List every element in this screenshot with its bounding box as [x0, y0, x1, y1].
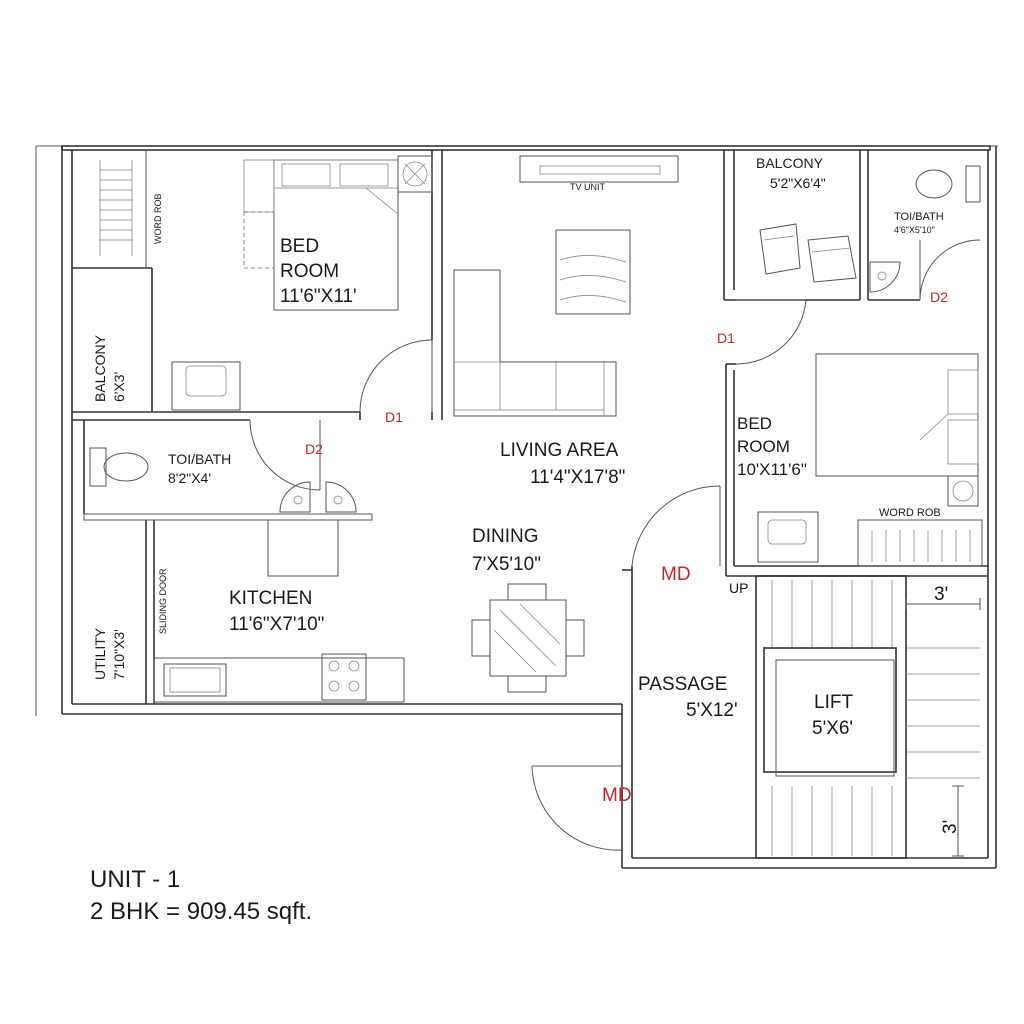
bedroom2-size: 10'X11'6"	[737, 460, 807, 479]
dining-name: DINING	[472, 526, 539, 547]
stair-up-label: UP	[729, 580, 749, 596]
bedroom2-line1: BED	[737, 414, 772, 433]
dining-table	[471, 583, 585, 693]
passage-size: 5'X12'	[686, 700, 738, 721]
kitchen-size: 11'6"X7'10"	[229, 614, 325, 635]
unit-area: 2 BHK = 909.45 sqft.	[90, 898, 313, 925]
door-d1-right: D1	[717, 330, 735, 346]
sliding-door-label: SLIDING DOOR	[158, 568, 168, 634]
balcony-left-name: BALCONY	[92, 335, 108, 402]
staircase	[755, 575, 981, 859]
bedroom2-furniture	[757, 353, 983, 567]
living-area-size: 11'4"X17'8"	[530, 467, 626, 488]
bedroom1-line2: ROOM	[280, 261, 340, 282]
kitchen-name: KITCHEN	[229, 588, 313, 609]
passage-name: PASSAGE	[638, 674, 728, 695]
toilet1-size: 8'2"X4'	[168, 470, 212, 486]
balcony-right-name: BALCONY	[756, 155, 823, 171]
bedroom1-furniture	[171, 155, 433, 411]
toilet1-label: TOI/BATH 8'2"X4'	[168, 450, 231, 488]
bedroom1-size: 11'6"X11'	[280, 286, 357, 307]
living-furniture	[453, 155, 679, 417]
interior-walls	[72, 150, 988, 704]
utility-name: UTILITY	[92, 627, 108, 680]
toilet1-fixtures	[89, 447, 357, 513]
utility-size: 7'10"X3'	[111, 629, 127, 680]
toilet2-fixtures	[869, 165, 981, 293]
bedroom1-line1: BED	[280, 236, 320, 257]
toilet1-name: TOI/BATH	[168, 451, 232, 467]
toilet2-size: 4'6"X5'10"	[894, 225, 935, 235]
unit-title: UNIT - 1	[90, 866, 181, 893]
dining-size: 7'X5'10"	[472, 554, 541, 575]
bedroom1-label: BED ROOM 11'6"X11'	[280, 234, 357, 309]
balcony-right-chairs	[759, 223, 857, 283]
door-d2-left: D2	[305, 441, 323, 457]
outer-walls	[35, 145, 998, 869]
balcony-left-size: 6'X3'	[111, 371, 127, 402]
lift-name: LIFT	[814, 692, 854, 713]
stair-dimension-top: 3'	[934, 584, 949, 605]
tv-unit-label: TV UNIT	[570, 182, 605, 192]
living-area-name: LIVING AREA	[500, 440, 619, 461]
word-rob-right-label: WORD ROB	[879, 507, 941, 519]
lift-shaft	[763, 647, 897, 777]
bedroom2-label: BED ROOM 10'X11'6"	[737, 412, 807, 481]
door-swings	[249, 239, 981, 851]
word-rob-left-label: WORD ROB	[153, 193, 163, 245]
balcony-right-size: 5'2"X6'4"	[770, 175, 826, 191]
utility-label: UTILITY 7'10"X3'	[91, 628, 129, 680]
stair-dimension-side: 3'	[940, 819, 961, 834]
toilet2-name: TOI/BATH	[894, 211, 944, 223]
bedroom2-line2: ROOM	[737, 437, 790, 456]
door-d1-left: D1	[385, 409, 403, 425]
door-md-lower: MD	[602, 785, 632, 806]
wardrobe-left	[99, 150, 147, 268]
balcony-left-label: BALCONY 6'X3'	[91, 335, 129, 402]
door-d2-right: D2	[930, 289, 948, 305]
kitchen-fixtures	[153, 519, 405, 703]
door-md-upper: MD	[661, 564, 691, 585]
lift-size: 5'X6'	[812, 718, 854, 739]
